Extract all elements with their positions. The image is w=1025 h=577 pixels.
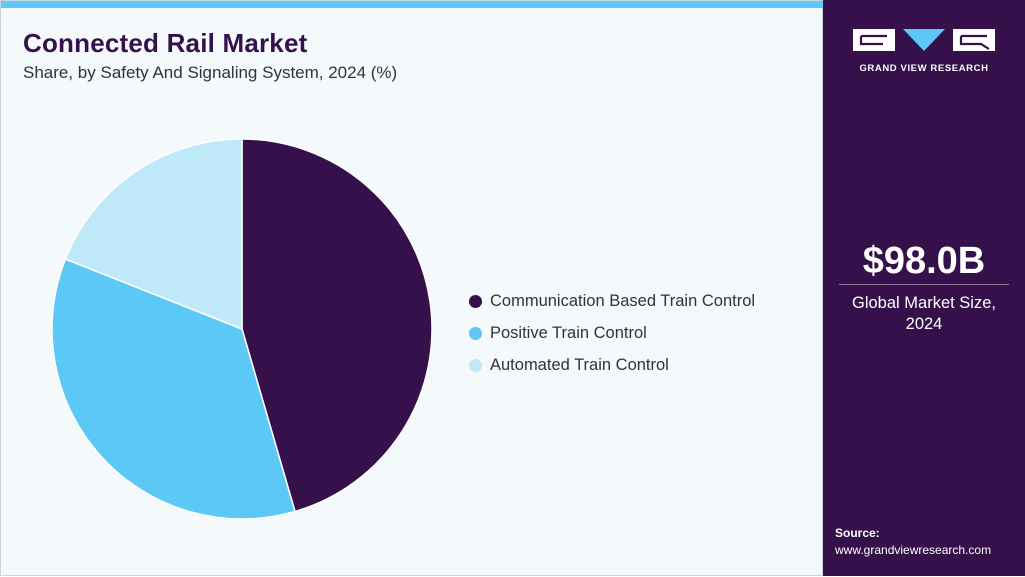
legend-label-atc: Automated Train Control [490,355,669,374]
legend-swatch-atc [469,358,482,372]
source-label: Source: [835,526,880,540]
legend-label-ptc: Positive Train Control [490,323,647,342]
legend-item-ptc: Positive Train Control [469,317,755,349]
logo-text: GRAND VIEW RESEARCH [859,63,989,74]
market-label-line1: Global Market Size, [852,294,996,312]
chart-panel: Connected Rail Market Share, by Safety A… [0,0,824,576]
pie-slice-cbtc [241,138,433,513]
pie-chart [51,138,433,520]
legend-swatch-ptc [469,326,482,340]
info-sidebar: GRAND VIEW RESEARCH $98.0B Global Market… [823,0,1025,576]
gvr-logo-icon [853,29,995,51]
chart-title: Connected Rail Market [23,28,308,58]
legend-label-cbtc: Communication Based Train Control [490,291,756,310]
legend-swatch-cbtc [469,294,482,308]
market-size-label: Global Market Size, 2024 [823,293,1025,335]
legend-item-cbtc: Communication Based Train Control [469,285,755,317]
divider [839,284,1009,285]
legend-item-atc: Automated Train Control [469,349,755,381]
accent-bar [1,1,824,8]
pie-slice-atc [64,138,243,331]
chart-legend: Communication Based Train Control Positi… [469,285,755,381]
pie-slice-ptc [51,258,296,520]
chart-subtitle: Share, by Safety And Signaling System, 2… [23,63,398,82]
company-logo: GRAND VIEW RESEARCH [853,28,995,74]
market-label-line2: 2024 [905,315,943,333]
market-size-value: $98.0B [862,240,986,282]
source-link[interactable]: www.grandviewresearch.com [835,543,992,557]
